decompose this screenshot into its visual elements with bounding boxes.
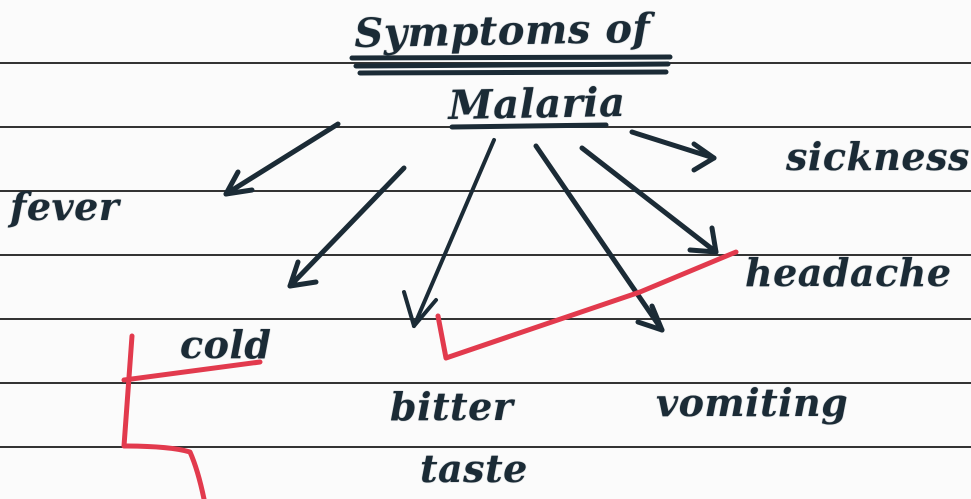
arrow-to-cold (287, 165, 407, 289)
arrow-to-vomiting-head (635, 303, 665, 333)
red-mark-cold-line (121, 359, 263, 383)
arrow-to-fever-head (223, 169, 255, 197)
title-line-2: Malaria (448, 78, 626, 129)
arrow-to-sickness (629, 129, 717, 161)
red-mark-taste-headache (435, 249, 739, 361)
arrow-to-headache-head (687, 225, 719, 255)
title-underline-1 (349, 54, 673, 61)
symptom-vomiting: vomiting (656, 380, 849, 425)
title-underline-3 (357, 69, 669, 76)
arrow-to-bitter-taste-head (402, 290, 438, 328)
arrow-to-sickness-head (691, 141, 717, 173)
title-underline-4 (449, 122, 609, 130)
symptom-sickness: sickness (786, 134, 970, 179)
symptom-headache: headache (745, 250, 952, 295)
arrow-to-cold-head (287, 259, 319, 289)
arrow-to-vomiting (533, 143, 665, 333)
symptom-bitter: bitter (390, 384, 514, 429)
title-line-1: Symptoms of (354, 4, 651, 57)
symptom-fever: fever (10, 184, 120, 229)
symptom-taste: taste (420, 446, 528, 491)
arrow-to-fever (223, 121, 341, 197)
red-mark-cold-bracket (121, 333, 207, 499)
arrow-to-bitter-taste (412, 138, 496, 328)
title-underline-2 (353, 61, 671, 69)
symptom-cold: cold (180, 322, 272, 367)
arrow-to-headache (579, 145, 719, 255)
